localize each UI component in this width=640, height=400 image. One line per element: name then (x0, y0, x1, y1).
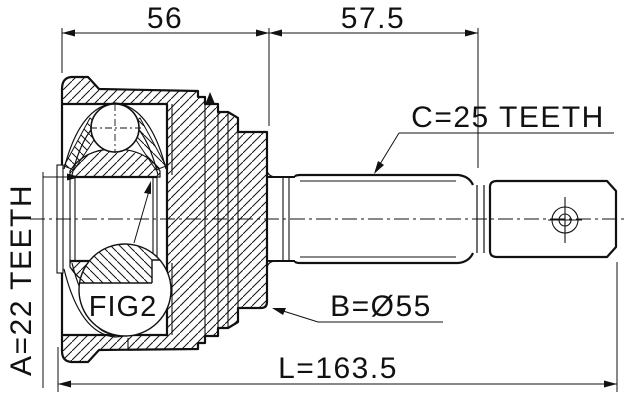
inner-spline-arrow (67, 173, 80, 181)
threaded-end (488, 179, 618, 259)
callout-inner-spline: A=22 TEETH (5, 172, 80, 388)
fig2-leader-arrow (144, 181, 151, 194)
dimension-56: 56 (61, 2, 270, 126)
outer-spline-text: C=25 TEETH (411, 101, 605, 134)
dim-57-5-text: 57.5 (341, 2, 405, 35)
body-diameter-arrow (272, 308, 286, 315)
outer-spline-arrow (374, 161, 384, 174)
callout-body-diameter: B=Ø55 (272, 290, 443, 323)
dim-56-text: 56 (147, 2, 183, 35)
dimension-57-5: 57.5 (269, 2, 479, 168)
callout-outer-spline: C=25 TEETH (374, 101, 614, 174)
snap-ring-mark (205, 92, 215, 105)
boot-groove-lines (127, 97, 239, 350)
fig2-label: FIG2 (89, 291, 157, 323)
detail-callout-fig2: FIG2 (78, 181, 172, 337)
dimension-overall-length: L=163.5 (57, 262, 618, 392)
body-diameter-text: B=Ø55 (330, 290, 432, 323)
inner-spline-text: A=22 TEETH (5, 184, 38, 376)
center-mark (548, 197, 582, 243)
spline-section (293, 173, 475, 265)
dim-length-text: L=163.5 (278, 352, 398, 385)
